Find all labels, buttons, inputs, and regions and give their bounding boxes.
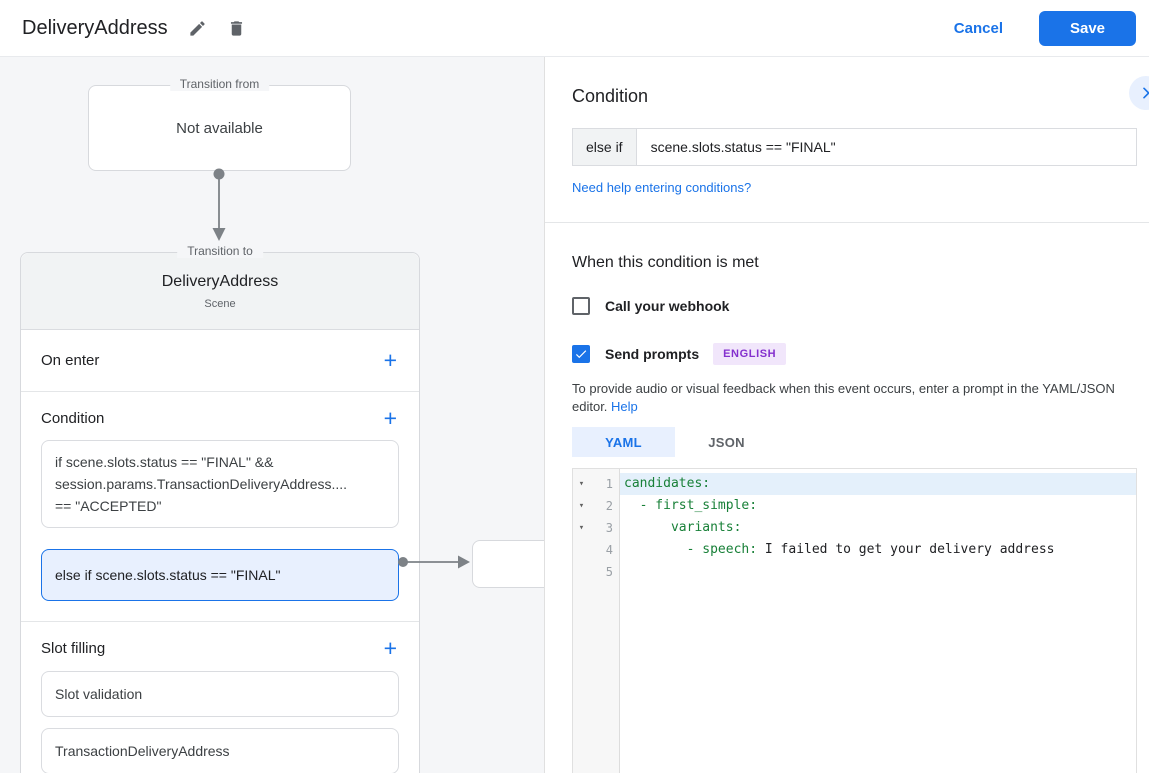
code-segment: I failed to get your delivery address [757, 542, 1055, 557]
transition-from-legend: Transition from [169, 77, 270, 91]
edit-title-button[interactable] [182, 13, 213, 44]
down-arrow-connector [212, 168, 226, 241]
scene-card: Transition to DeliveryAddress Scene On e… [20, 244, 420, 773]
help-link[interactable]: Help [611, 398, 638, 414]
slot-filling-label: Slot filling [41, 640, 106, 657]
slot-filling-section: Slot filling + Slot validation Transacti… [21, 622, 419, 773]
gutter-row: ▾3 [573, 517, 619, 539]
scene-type: Scene [204, 298, 236, 310]
slot-item[interactable]: TransactionDeliveryAddress [41, 728, 399, 773]
condition-expression-input[interactable] [636, 129, 1136, 165]
chevron-right-icon [1143, 87, 1149, 99]
code-line[interactable]: - first_simple: [620, 495, 1136, 517]
transition-from-node[interactable]: Transition from Not available [88, 77, 351, 171]
add-icon: + [383, 405, 397, 431]
condition-help-link[interactable]: Need help entering conditions? [572, 180, 752, 195]
fold-arrow-icon[interactable]: ▾ [578, 501, 585, 511]
slot-item[interactable]: Slot validation [41, 671, 399, 717]
gutter-row: 5 [573, 561, 619, 583]
send-prompts-label: Send prompts [605, 346, 700, 362]
condition-item-selected[interactable]: else if scene.slots.status == "FINAL" [41, 549, 399, 601]
condition-line: session.params.TransactionDeliveryAddres… [55, 476, 348, 492]
code-segment: candidates: [624, 476, 711, 491]
condition-editor-panel: Condition else if Need help entering con… [545, 57, 1149, 773]
top-bar: DeliveryAddress Cancel Save [0, 0, 1149, 57]
trash-icon [230, 20, 242, 36]
send-prompts-checkbox[interactable] [572, 345, 590, 363]
code-line[interactable]: - speech: I failed to get your delivery … [620, 539, 1136, 561]
condition-line: else if scene.slots.status == "FINAL" [55, 567, 281, 583]
line-number: 4 [605, 543, 613, 557]
scene-name: DeliveryAddress [161, 273, 279, 290]
condition-line: == "ACCEPTED" [55, 498, 162, 514]
scene-card-header[interactable]: DeliveryAddress Scene [21, 253, 419, 330]
webhook-checkbox[interactable] [572, 297, 590, 315]
fold-arrow-icon[interactable]: ▾ [578, 523, 585, 533]
section-divider [545, 222, 1149, 223]
webhook-label: Call your webhook [605, 298, 730, 314]
webhook-row: Call your webhook [572, 297, 1137, 315]
scene-diagram: Transition from Not available Transition… [0, 57, 545, 773]
transition-to-legend: Transition to [177, 244, 263, 258]
on-enter-section: On enter + [21, 330, 419, 392]
on-enter-label: On enter [41, 352, 100, 369]
code-line[interactable]: variants: [620, 517, 1136, 539]
prompt-description-text: To provide audio or visual feedback when… [572, 381, 1115, 414]
line-number: 5 [605, 565, 613, 579]
panel-title: Condition [572, 86, 649, 106]
add-icon: + [383, 347, 397, 373]
fold-arrow-icon[interactable]: ▾ [578, 479, 585, 489]
condition-prefix: else if [573, 129, 637, 165]
page-title: DeliveryAddress [22, 16, 168, 39]
condition-section-label: Condition [41, 410, 105, 427]
gutter-row: ▾2 [573, 495, 619, 517]
when-met-title: When this condition is met [572, 254, 759, 271]
condition-item[interactable]: if scene.slots.status == "FINAL" && sess… [41, 440, 399, 528]
code-segment: variants: [624, 520, 742, 535]
code-segment: - first_simple: [624, 498, 758, 513]
prompt-description: To provide audio or visual feedback when… [572, 380, 1128, 415]
add-slot-button[interactable]: + [382, 637, 399, 660]
delete-scene-button[interactable] [221, 13, 252, 44]
editor-tabs: YAML JSON [572, 427, 1137, 457]
line-number: 1 [605, 477, 613, 491]
line-number: 2 [605, 499, 613, 513]
add-icon: + [383, 635, 397, 661]
condition-line: if scene.slots.status == "FINAL" && [55, 454, 274, 470]
code-line[interactable] [620, 561, 1136, 583]
right-arrow-connector [398, 555, 470, 569]
pencil-icon [189, 20, 205, 36]
line-number: 3 [605, 521, 613, 535]
add-condition-button[interactable]: + [382, 407, 399, 430]
transition-from-content: Not available [176, 119, 263, 137]
gutter-row: ▾1 [573, 473, 619, 495]
cancel-button[interactable]: Cancel [942, 12, 1015, 45]
checkmark-icon [575, 350, 587, 359]
add-on-enter-button[interactable]: + [382, 349, 399, 372]
send-prompts-row: Send prompts ENGLISH [572, 343, 1137, 365]
code-line[interactable]: candidates: [620, 473, 1136, 495]
editor-code[interactable]: candidates: - first_simple: variants: - … [620, 469, 1136, 773]
condition-section: Condition + if scene.slots.status == "FI… [21, 392, 419, 622]
tab-json[interactable]: JSON [708, 434, 745, 450]
condition-input-row: else if [572, 128, 1137, 166]
tab-yaml[interactable]: YAML [572, 427, 675, 457]
language-badge: ENGLISH [713, 343, 787, 365]
code-segment: - speech: [624, 542, 758, 557]
save-button[interactable]: Save [1039, 10, 1136, 46]
gutter-row: 4 [573, 539, 619, 561]
transition-target-node[interactable] [472, 540, 544, 588]
